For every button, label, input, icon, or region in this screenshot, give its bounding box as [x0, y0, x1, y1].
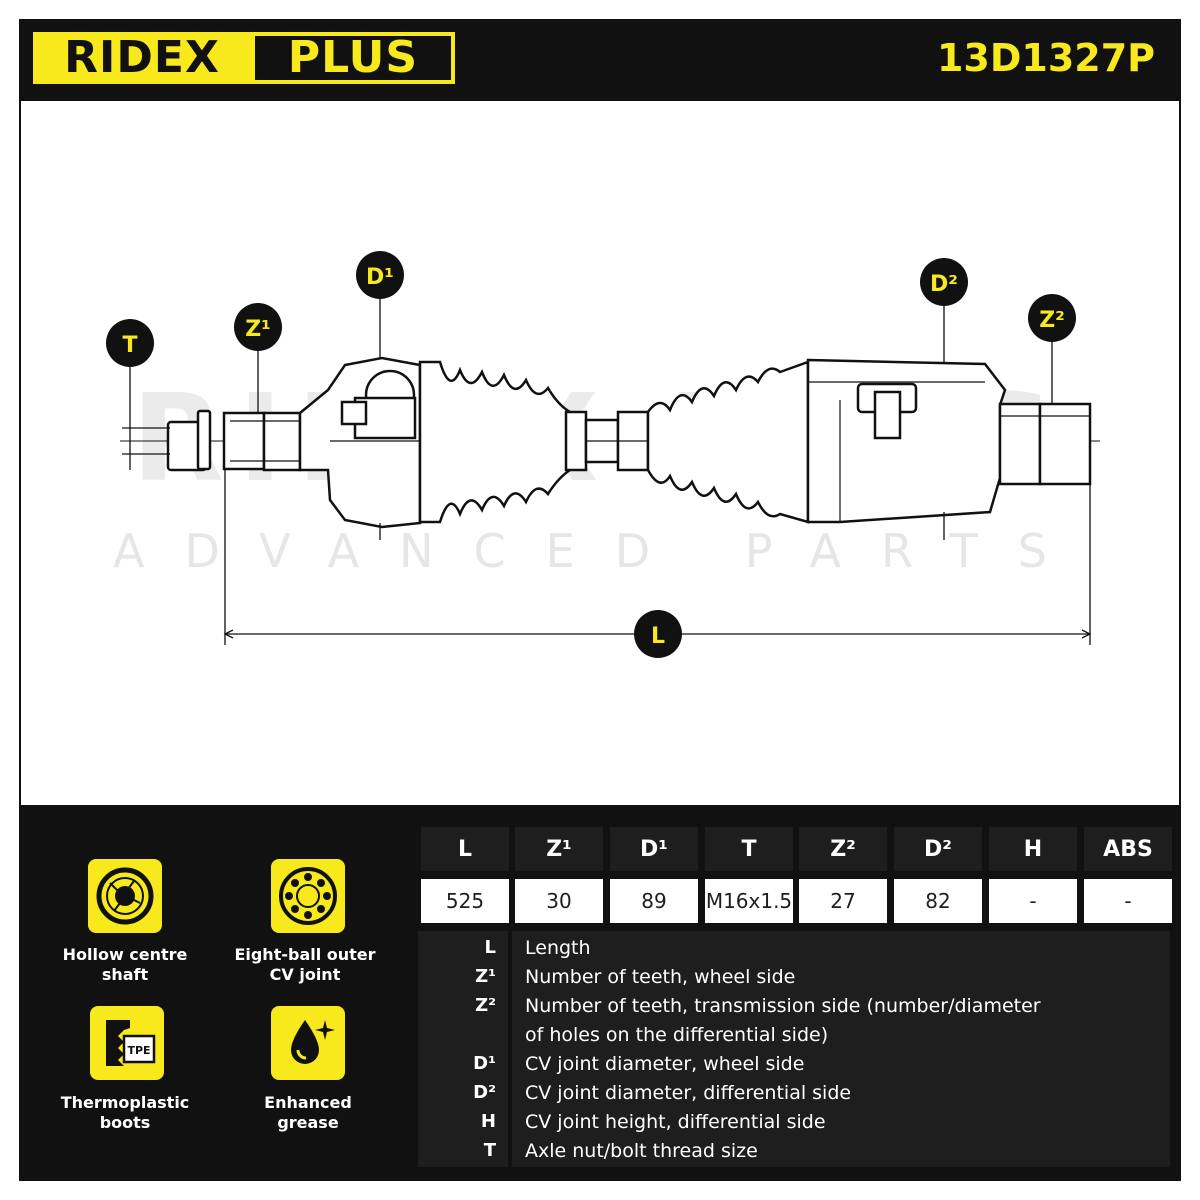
callout-L: L — [634, 610, 682, 658]
legend-desc: Axle nut/bolt thread size — [525, 1140, 758, 1162]
legend: L Length Z¹ Number of teeth, wheel side … — [418, 931, 1170, 1167]
callout-T: T — [106, 319, 154, 367]
feature-label-tpe-boots: Thermoplastic boots — [60, 1093, 190, 1132]
legend-desc-continued: of holes on the differential side) — [525, 1024, 829, 1046]
wheel-side-stub — [166, 409, 302, 472]
technical-drawing: RIDEX PLUS ADVANCED PARTS — [21, 101, 1179, 805]
inner-cv-joint — [806, 358, 1007, 524]
spec-header: D¹ — [610, 827, 698, 871]
product-card: RIDEX PLUS 13D1327P RIDEX PLUS ADVANCED … — [19, 19, 1181, 1181]
hollow-shaft-icon — [88, 859, 162, 933]
tpe-boot-icon: TPE — [90, 1006, 164, 1080]
legend-desc: Number of teeth, wheel side — [525, 966, 796, 988]
legend-key: D¹ — [473, 1053, 496, 1074]
spec-value: 525 — [421, 879, 509, 923]
spec-value: - — [1084, 879, 1172, 923]
feature-label-hollow-shaft: Hollow centre shaft — [62, 945, 188, 984]
legend-desc: CV joint height, differential side — [525, 1111, 826, 1133]
tpe-text: TPE — [127, 1044, 150, 1057]
ball-joint-icon — [271, 859, 345, 933]
callout-Z1: Z¹ — [234, 303, 282, 351]
drive-shaft-drawing: RIDEX PLUS ADVANCED PARTS — [106, 251, 1100, 658]
callout-L-label: L — [651, 624, 665, 649]
header-bar: RIDEX PLUS 13D1327P — [19, 19, 1181, 100]
legend-desc: CV joint diameter, differential side — [525, 1082, 852, 1104]
spec-header: Z² — [799, 827, 887, 871]
outer-cv-joint — [298, 356, 422, 529]
grease-drop-icon — [271, 1006, 345, 1080]
legend-desc: Number of teeth, transmission side (numb… — [525, 995, 1041, 1017]
callout-Z2: Z² — [1028, 294, 1076, 342]
brand-logo-ridex: RIDEX — [33, 32, 251, 84]
legend-desc: Length — [525, 937, 591, 959]
legend-desc: CV joint diameter, wheel side — [525, 1053, 805, 1075]
spec-value: - — [989, 879, 1077, 923]
feature-label-ball-joint: Eight-ball outer CV joint — [234, 945, 376, 984]
spec-header: T — [705, 827, 793, 871]
legend-key: D² — [473, 1082, 496, 1103]
spec-value: 27 — [799, 879, 887, 923]
spec-header: H — [989, 827, 1077, 871]
callout-T-label: T — [122, 333, 137, 358]
legend-divider — [508, 931, 512, 1167]
watermark-tagline: ADVANCED PARTS — [113, 524, 1087, 578]
callout-D1-label: D¹ — [366, 265, 394, 290]
part-number: 13D1327P — [936, 36, 1155, 80]
legend-key: Z² — [475, 995, 496, 1016]
brand-logo-plus: PLUS — [251, 32, 455, 84]
callout-D2: D² — [920, 258, 968, 306]
middle-shaft — [564, 410, 650, 472]
spec-value: 30 — [515, 879, 603, 923]
legend-key: L — [484, 937, 496, 958]
callout-Z2-label: Z² — [1039, 308, 1065, 333]
callout-D2-label: D² — [930, 272, 958, 297]
spec-header: D² — [894, 827, 982, 871]
info-panel: Hollow centre shaft Eight-ball outer CV … — [19, 807, 1181, 1181]
spec-header: L — [421, 827, 509, 871]
spec-header: Z¹ — [515, 827, 603, 871]
legend-key: Z¹ — [475, 966, 496, 987]
callout-Z1-label: Z¹ — [245, 317, 271, 342]
feature-label-grease: Enhanced grease — [264, 1093, 352, 1132]
spec-header: ABS — [1084, 827, 1172, 871]
spec-value: 89 — [610, 879, 698, 923]
spec-value: 82 — [894, 879, 982, 923]
transmission-side-stub — [998, 402, 1092, 486]
legend-key: H — [480, 1111, 496, 1132]
legend-key: T — [483, 1140, 496, 1161]
callout-D1: D¹ — [356, 251, 404, 299]
spec-value: M16x1.5 — [705, 879, 793, 923]
